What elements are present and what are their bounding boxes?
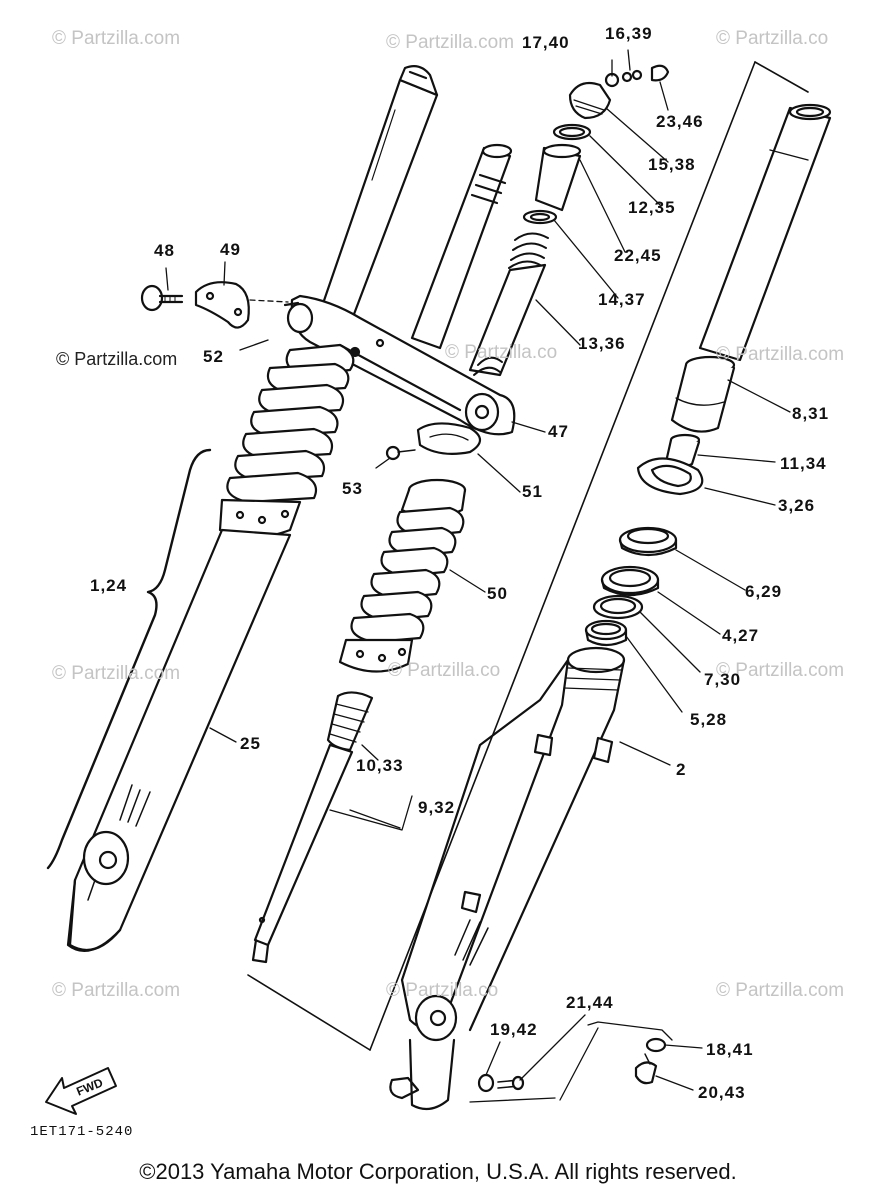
watermark: © Partzilla.com (52, 663, 181, 684)
callout-52: 52 (203, 347, 224, 366)
callout-14-37: 14,37 (598, 290, 646, 309)
center-fork-boot (338, 478, 467, 673)
callout-53: 53 (342, 479, 363, 498)
callout-20-43: 20,43 (698, 1083, 746, 1102)
watermark: © Partzilla.co (388, 660, 501, 681)
damper-rod (251, 691, 374, 964)
callout-21-44: 21,44 (566, 993, 614, 1012)
callout-9-32: 9,32 (418, 798, 456, 817)
callout-3-26: 3,26 (778, 496, 816, 515)
slide-bushing-8-31 (670, 355, 736, 433)
watermark: © Partzilla.com (716, 660, 845, 681)
callout-5-28: 5,28 (690, 710, 728, 729)
washer-3-26 (636, 457, 704, 496)
callout-22-45: 22,45 (614, 246, 662, 265)
cap-bolt-15-38 (568, 64, 670, 120)
left-outer-tube (66, 528, 292, 952)
front-fork-exploded-view (45, 49, 832, 1115)
diagram-code: 1ET171-5240 (30, 1124, 134, 1140)
watermark: © Partzilla.com (386, 32, 515, 53)
spacer-22-45 (534, 143, 582, 212)
watermark: © Partzilla.com (716, 980, 845, 1001)
washer-18-41 (645, 1037, 667, 1053)
callout-8-31: 8,31 (792, 404, 830, 423)
watermark: © Partzilla.co (386, 980, 499, 1001)
watermark: © Partzilla.co (716, 28, 829, 49)
callout-12-35: 12,35 (628, 198, 676, 217)
fwd-arrow-icon (45, 1067, 117, 1115)
drain-bolt-21-44 (497, 1075, 525, 1091)
callout-51: 51 (522, 482, 543, 501)
callout-7-30: 7,30 (704, 670, 742, 689)
callout-50: 50 (487, 584, 508, 603)
left-fork-boot (218, 343, 355, 539)
callout-1-24: 1,24 (90, 576, 128, 595)
callout-25: 25 (240, 734, 261, 753)
gasket-19-42 (477, 1073, 495, 1093)
callout-2: 2 (676, 760, 687, 779)
group-lines (247, 61, 809, 1051)
watermark: © Partzilla.com (52, 28, 181, 49)
callout-19-42: 19,42 (490, 1020, 538, 1039)
washer-7-30 (592, 594, 644, 620)
callout-11-34: 11,34 (780, 454, 827, 473)
bolt-48 (140, 284, 184, 312)
callout-47: 47 (548, 422, 569, 441)
cover-49 (194, 281, 289, 329)
steering-stem (410, 143, 513, 350)
leader-lines (165, 49, 791, 1103)
callout-49: 49 (220, 240, 241, 259)
bolt-53 (385, 445, 416, 461)
watermark: © Partzilla.com (56, 349, 178, 369)
clip-51 (416, 422, 482, 455)
o-ring-12-35 (552, 123, 592, 141)
washer-14-37 (522, 209, 558, 225)
callout-6-29: 6,29 (745, 582, 783, 601)
watermark: © Partzilla.com (52, 980, 181, 1001)
right-inner-tube (698, 103, 832, 362)
callout-23-46: 23,46 (656, 112, 704, 131)
oil-seal-6-29 (618, 526, 678, 557)
callout-4-27: 4,27 (722, 626, 760, 645)
watermark: © Partzilla.co (445, 342, 558, 363)
callout-18-41: 18,41 (706, 1040, 754, 1059)
watermark: © Partzilla.com (716, 344, 845, 365)
callout-15-38: 15,38 (648, 155, 696, 174)
retaining-clip-4-27 (600, 565, 660, 597)
callout-16-39: 16,39 (605, 24, 653, 43)
assembly-brace (46, 448, 212, 870)
spring-13-36 (468, 232, 549, 377)
right-outer-tube (389, 646, 626, 1111)
callout-48: 48 (154, 241, 175, 260)
copyright-notice: ©2013 Yamaha Motor Corporation, U.S.A. A… (139, 1159, 737, 1184)
callout-10-33: 10,33 (356, 756, 404, 775)
bushing-5-28 (584, 619, 628, 647)
callout-17-40: 17,40 (522, 33, 570, 52)
callout-13-36: 13,36 (578, 334, 626, 353)
left-inner-tube (316, 65, 439, 332)
under-bracket (283, 294, 516, 436)
screw-20-43 (634, 1053, 658, 1085)
